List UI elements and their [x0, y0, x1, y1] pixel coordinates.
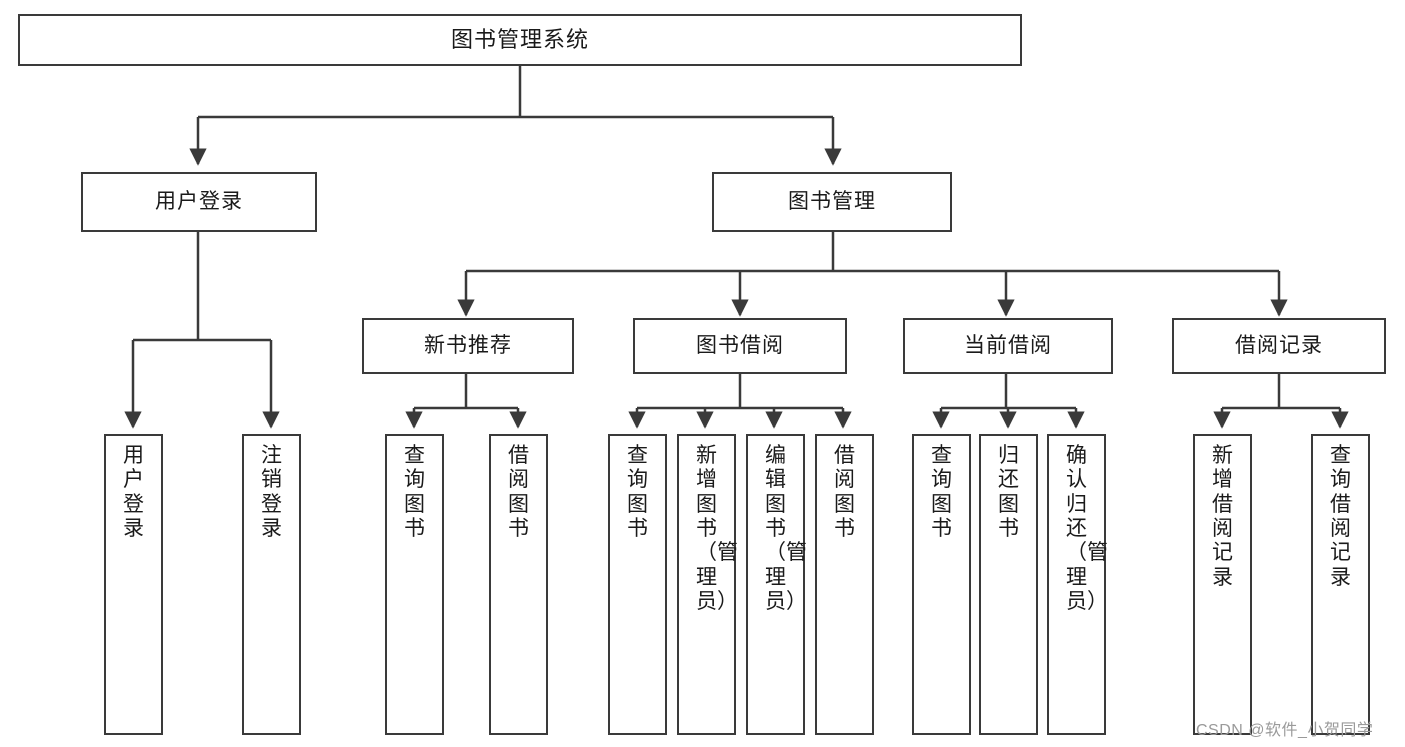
node-user-login-label: 用户登录 [155, 190, 243, 214]
leaf-book-borrow-edit-label: 编辑图书（管理员） [765, 444, 807, 614]
leaf-new-book-query[interactable]: 查询图书 [385, 434, 444, 735]
leaf-current-borrow-query[interactable]: 查询图书 [912, 434, 971, 735]
leaf-book-borrow-borrow[interactable]: 借阅图书 [815, 434, 874, 735]
leaf-book-borrow-query[interactable]: 查询图书 [608, 434, 667, 735]
node-user-login[interactable]: 用户登录 [81, 172, 317, 232]
node-borrow-record[interactable]: 借阅记录 [1172, 318, 1386, 374]
leaf-current-borrow-query-label: 查询图书 [931, 444, 952, 541]
leaf-user-login-login[interactable]: 用户登录 [104, 434, 163, 735]
node-borrow-record-label: 借阅记录 [1235, 334, 1323, 358]
leaf-user-login-logout-label: 注销登录 [261, 444, 282, 541]
node-book-borrow[interactable]: 图书借阅 [633, 318, 847, 374]
leaf-borrow-record-add[interactable]: 新增借阅记录 [1193, 434, 1252, 735]
leaf-borrow-record-add-label: 新增借阅记录 [1212, 444, 1233, 589]
leaf-book-borrow-add[interactable]: 新增图书（管理员） [677, 434, 738, 735]
leaf-book-borrow-edit[interactable]: 编辑图书（管理员） [746, 434, 807, 735]
node-book-management-label: 图书管理 [788, 190, 876, 214]
leaf-new-book-query-label: 查询图书 [404, 444, 425, 541]
leaf-user-login-login-label: 用户登录 [123, 444, 144, 541]
node-current-borrow-label: 当前借阅 [964, 334, 1052, 358]
leaf-borrow-record-query-label: 查询借阅记录 [1330, 444, 1351, 589]
leaf-book-borrow-borrow-label: 借阅图书 [834, 444, 855, 541]
node-new-book-recommend-label: 新书推荐 [424, 334, 512, 358]
leaf-current-borrow-return[interactable]: 归还图书 [979, 434, 1038, 735]
leaf-current-borrow-confirm-return[interactable]: 确认归还（管理员） [1047, 434, 1108, 735]
node-book-borrow-label: 图书借阅 [696, 334, 784, 358]
leaf-new-book-borrow-label: 借阅图书 [508, 444, 529, 541]
leaf-user-login-logout[interactable]: 注销登录 [242, 434, 301, 735]
leaf-book-borrow-add-label: 新增图书（管理员） [696, 444, 738, 614]
leaf-borrow-record-query[interactable]: 查询借阅记录 [1311, 434, 1370, 735]
node-root-label: 图书管理系统 [450, 26, 589, 52]
node-root[interactable]: 图书管理系统 [18, 14, 1022, 66]
leaf-current-borrow-return-label: 归还图书 [998, 444, 1019, 541]
node-new-book-recommend[interactable]: 新书推荐 [362, 318, 574, 374]
leaf-new-book-borrow[interactable]: 借阅图书 [489, 434, 548, 735]
csdn-watermark: CSDN @软件_小贺同学 [1196, 722, 1374, 739]
node-current-borrow[interactable]: 当前借阅 [903, 318, 1113, 374]
leaf-book-borrow-query-label: 查询图书 [627, 444, 648, 541]
node-book-management[interactable]: 图书管理 [712, 172, 952, 232]
leaf-current-borrow-confirm-return-label: 确认归还（管理员） [1066, 444, 1108, 614]
